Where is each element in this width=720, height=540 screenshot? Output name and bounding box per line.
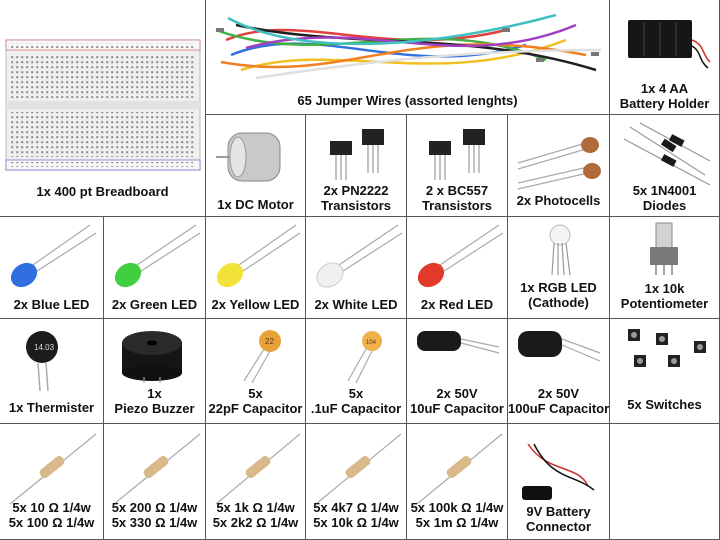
photocells-caption: 2x Photocells (516, 193, 601, 208)
item-breadboard: 1x 400 pt Breadboard (0, 0, 206, 217)
item-rgb-led: 1x RGB LED(Cathode) (508, 217, 610, 319)
switches-caption: 5x Switches (627, 397, 702, 412)
item-dc-motor: 1x DC Motor (206, 115, 306, 217)
switches-image (628, 329, 706, 367)
bc557-image (429, 129, 485, 180)
blue-led-image (10, 224, 97, 288)
item-white-led: 2x White LED (306, 217, 407, 319)
white-led-caption: 2x White LED (314, 297, 398, 312)
dc-motor-caption: 1x DC Motor (217, 197, 294, 212)
item-red-led: 2x Red LED (407, 217, 508, 319)
item-switches: 5x Switches (610, 319, 720, 424)
photocells-image (517, 137, 601, 190)
cap-22pf-code: 22 (265, 337, 274, 346)
pn2222-image (330, 129, 384, 180)
item-yellow-led: 2x Yellow LED (206, 217, 306, 319)
jumper-wires-image (215, 13, 602, 80)
jumper-wires-caption: 65 Jumper Wires (assorted lenghts) (297, 93, 518, 108)
empty-cell (610, 424, 720, 540)
red-led-image (417, 224, 504, 288)
res-10-image (9, 433, 97, 505)
thermister-image: 14.03 (26, 331, 58, 392)
green-led-image (114, 224, 201, 288)
cap-100uf-image (518, 331, 601, 362)
blue-led-caption: 2x Blue LED (13, 297, 90, 312)
thermister-code: 14.03 (34, 343, 55, 352)
res-1k-image (215, 433, 301, 505)
rgb-led-caption: 1x RGB LED(Cathode) (520, 280, 597, 310)
yellow-led-caption: 2x Yellow LED (211, 297, 300, 312)
item-cap-1uf: 104 5x.1uF Capacitor (306, 319, 407, 424)
rgb-led-image (549, 224, 571, 276)
red-led-caption: 2x Red LED (420, 297, 494, 312)
breadboard-image (5, 39, 201, 171)
item-green-led: 2x Green LED (104, 217, 206, 319)
cap-1uf-code: 104 (366, 340, 377, 346)
piezo-image (122, 331, 182, 383)
yellow-led-image (216, 224, 301, 288)
cap-1uf-caption: 5x.1uF Capacitor (310, 386, 402, 416)
thermister-caption: 1x Thermister (8, 400, 95, 415)
item-thermister: 14.03 1x Thermister (0, 319, 104, 424)
cap-1uf-image: 104 (347, 331, 382, 384)
diodes-image (623, 122, 711, 186)
dc-motor-image (216, 132, 281, 182)
cap-10uf-image (417, 331, 500, 354)
green-led-caption: 2x Green LED (111, 297, 198, 312)
white-led-image (316, 224, 403, 288)
item-jumper-wires: 65 Jumper Wires (assorted lenghts) (206, 0, 610, 115)
battery-holder-image (628, 20, 711, 69)
res-200-image (113, 433, 201, 505)
res-100k-image (416, 433, 503, 505)
cap-22pf-image: 22 (243, 330, 281, 384)
potentiometer-image (650, 222, 678, 275)
breadboard-caption: 1x 400 pt Breadboard (36, 184, 169, 199)
battery-connector-image (522, 443, 595, 500)
item-photocells: 2x Photocells (508, 115, 610, 217)
res-4k7-image (315, 433, 402, 505)
item-blue-led: 2x Blue LED (0, 217, 104, 319)
